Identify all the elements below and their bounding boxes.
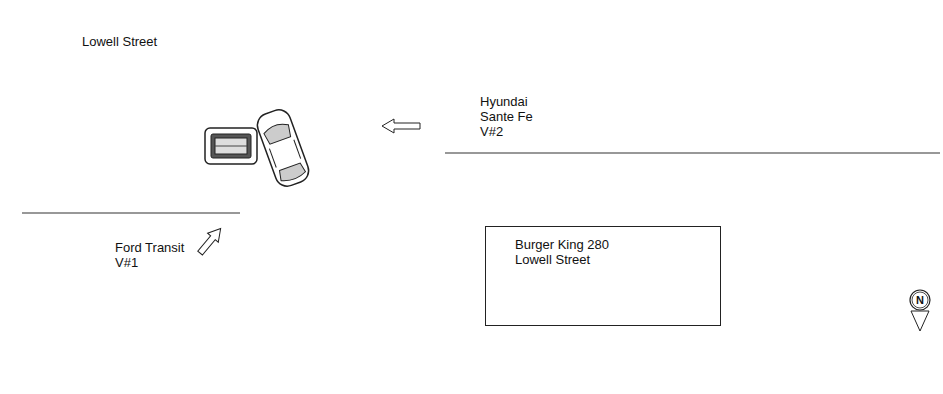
building-name: Burger King 280 Lowell Street [515,237,610,267]
car-figure [254,106,312,189]
compass-pointer [911,311,929,331]
direction-arrow [195,224,226,258]
van-figure [205,128,257,164]
compass-letter: N [913,293,927,307]
road-edge [22,212,240,213]
building-box: Burger King 280 Lowell Street [485,226,721,326]
vehicle-label: Hyundai Sante Fe V#2 [480,94,552,139]
road-edge [445,152,940,153]
direction-arrow [382,119,420,133]
vehicle-label: Ford Transit V#1 [115,240,205,270]
compass-circle [910,290,930,310]
street-name: Lowell Street [82,34,202,49]
